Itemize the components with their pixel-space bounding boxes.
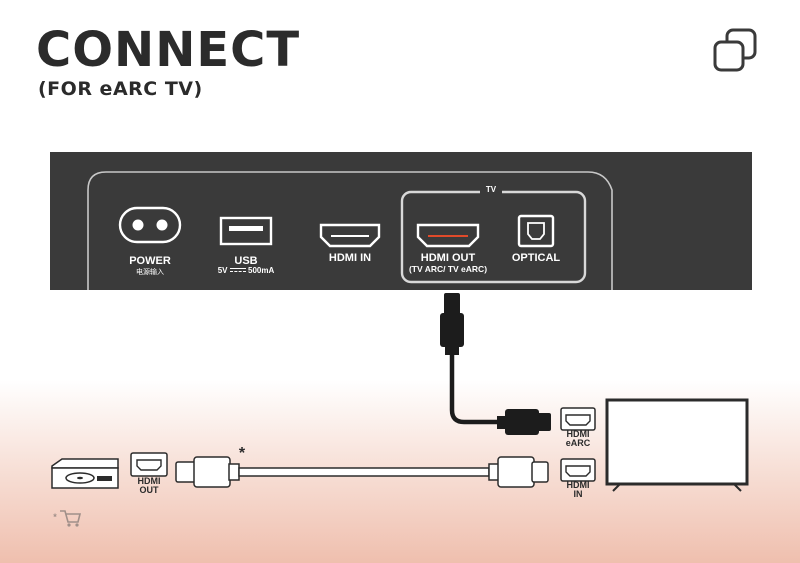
page-title: CONNECT [36, 22, 301, 78]
cart-icon [60, 510, 82, 527]
hdmi-in-port-icon [319, 223, 381, 248]
tv-hdmi-in-port [560, 458, 596, 482]
tv-in-port-label: HDMI IN [558, 480, 598, 500]
tv-earc-label-line1: HDMI [566, 429, 590, 439]
usb-label: USB [234, 255, 258, 267]
hdmi-out-port-icon [416, 223, 480, 248]
cart-footnote-mark: * [53, 512, 57, 522]
power-label: POWER [129, 255, 171, 267]
player-port-label-line2: OUT [139, 485, 159, 496]
usb-voltage: 5V [217, 266, 228, 275]
hdmi-cable-soundbar-to-tv [440, 293, 551, 435]
power-sublabel: 电源输入 [136, 269, 164, 276]
usb-port-icon [219, 216, 273, 246]
copy-button[interactable] [710, 26, 760, 76]
dc-symbol-icon [229, 268, 246, 275]
player-port-label-line1: HDMI [137, 476, 161, 486]
usb-current: 500mA [248, 266, 275, 275]
player-hdmi-out-port [130, 452, 168, 477]
panel-inset-outline [87, 171, 613, 290]
usb-sublabel: 5V 500mA [206, 266, 286, 275]
optical-port-icon [517, 214, 555, 248]
optical-label: OPTICAL [511, 252, 561, 264]
copy-icon [713, 28, 757, 72]
hdmi-in-label: HDMI IN [328, 252, 372, 264]
hdmi-out-sublabel: (TV ARC/ TV eARC) [408, 264, 488, 274]
tv-icon [605, 398, 749, 492]
soundbar-rear-panel: TV POWER 电源输入 USB 5V 500mA HDMI IN HDMI … [50, 152, 752, 290]
hdmi-cable-player-to-tv [175, 456, 549, 488]
tv-group-label: TV [485, 185, 497, 194]
tv-in-label-line1: HDMI [566, 480, 590, 490]
hdmi-out-label: HDMI OUT [420, 252, 476, 264]
player-port-label: HDMI OUT [129, 476, 169, 496]
tv-earc-port-label: HDMI eARC [558, 429, 598, 449]
power-port-icon [118, 206, 182, 244]
tv-in-label-line2: IN [573, 489, 583, 500]
tv-hdmi-earc-port [560, 407, 596, 431]
media-player-icon [51, 458, 119, 489]
cable-footnote-mark: * [238, 445, 246, 462]
tv-earc-label-line2: eARC [565, 438, 591, 449]
page-subtitle: (FOR eARC TV) [38, 78, 203, 100]
